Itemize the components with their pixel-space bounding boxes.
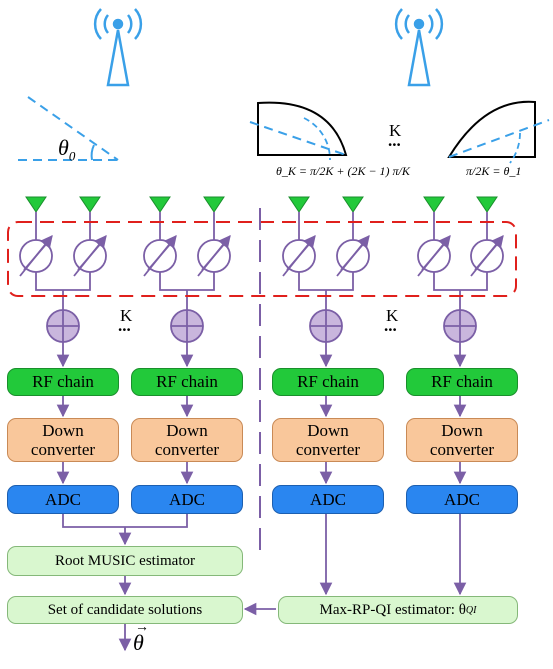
antenna-array	[25, 196, 498, 213]
dots-top: ...	[388, 131, 401, 150]
phase-shifters	[19, 235, 504, 277]
adc-box: ADC	[272, 485, 384, 514]
rf-chain-box: RF chain	[7, 368, 119, 396]
theta0-label: θ0	[58, 135, 76, 164]
dots-right: ...	[384, 316, 397, 335]
k-label-right: K	[386, 306, 399, 325]
combiner-lines	[35, 272, 488, 310]
down-converter-box: Down converter	[131, 418, 243, 462]
adders	[46, 309, 477, 343]
adc-box: ADC	[7, 485, 119, 514]
k-label-top: K	[389, 121, 402, 140]
dots-left: ...	[118, 316, 131, 335]
beam-sector-1	[447, 100, 550, 164]
rf-chain-box: RF chain	[272, 368, 384, 396]
output-theta: → θ	[133, 620, 149, 655]
thetaK-formula: θ_K = π/2K + (2K − 1) π/K	[276, 164, 410, 178]
k-label-left: K	[120, 306, 133, 325]
theta0-angle	[18, 96, 119, 161]
candidate-solutions-box: Set of candidate solutions	[7, 596, 243, 624]
down-converter-box: Down converter	[272, 418, 384, 462]
signal-arrows	[56, 342, 467, 652]
root-music-estimator: Root MUSIC estimator	[7, 546, 243, 576]
phase-shifter-dashed-box	[7, 221, 517, 297]
down-converter-box: Down converter	[406, 418, 518, 462]
adc-box: ADC	[131, 485, 243, 514]
tower-icon-right	[394, 8, 444, 87]
theta1-formula: π/2K = θ_1	[466, 164, 522, 178]
down-converter-box: Down converter	[7, 418, 119, 462]
rf-chain-box: RF chain	[406, 368, 518, 396]
adc-box: ADC	[406, 485, 518, 514]
tower-icon-left	[93, 8, 143, 87]
antenna-feeds	[35, 212, 488, 240]
rf-chain-box: RF chain	[131, 368, 243, 396]
beam-sector-k	[249, 101, 348, 161]
